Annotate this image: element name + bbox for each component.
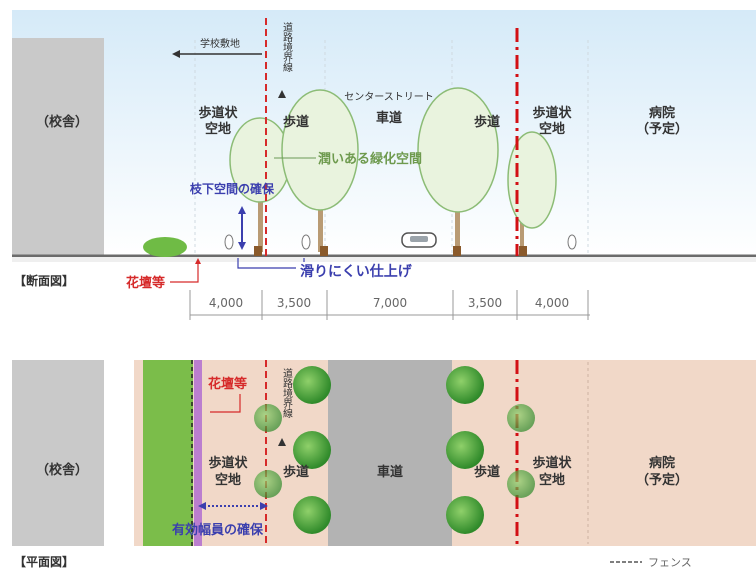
plan-flower-bed-label: 花壇等 [208, 376, 247, 392]
tree-left [229, 117, 291, 252]
plan-tree-icon [507, 404, 535, 432]
school-building [12, 38, 104, 256]
pedestrian-icons [224, 234, 577, 250]
section-center-street: センターストリート [344, 91, 434, 103]
plan-trees [254, 366, 535, 534]
plan-tree-icon [293, 366, 331, 404]
car-icon [401, 232, 437, 248]
sky-background [12, 10, 756, 258]
effective-width-label: 有効幅員の確保 [172, 522, 264, 538]
plan-sidewalk-space-r2: 空地 [539, 472, 565, 488]
section-hospital-l2: （予定） [636, 121, 688, 137]
plan-tree-icon [507, 470, 535, 498]
section-sidewalk-right: 歩道 [474, 114, 500, 130]
plan-school-building-label: （校舎） [36, 462, 88, 478]
plan-school-building [12, 360, 104, 546]
plan-tree-icon [293, 496, 331, 534]
ground-base [12, 257, 756, 262]
plan-sidewalk-space-l2: 空地 [215, 472, 241, 488]
boundary-triangle-icon [278, 90, 286, 98]
plan-flower-bed-leader [210, 394, 241, 413]
plan-hospital-l1: 病院 [649, 455, 675, 471]
non-slip-label: 滑りにくい仕上げ [300, 263, 413, 280]
dimension-values: 4,000 3,500 7,000 3,500 4,000 [209, 296, 569, 310]
plan-boundary-triangle-icon [278, 438, 286, 446]
flower-bed-leader-section [170, 262, 199, 283]
fence-legend-label: フェンス [648, 556, 692, 569]
plan-hospital-l2: （予定） [636, 472, 688, 488]
dimension-value: 3,500 [468, 296, 502, 310]
plan-sidewalk-space-l1: 歩道状 [208, 455, 248, 471]
effective-width-arrow-right [260, 502, 268, 510]
section-sidewalk-space-l2: 空地 [205, 121, 231, 137]
flower-bed-pointer-icon [195, 258, 201, 264]
tree-center-right [417, 87, 499, 252]
effective-width-arrow-left [198, 502, 206, 510]
plan-flower-bed-strip [194, 360, 202, 546]
under-branch-label: 枝下空間の確保 [189, 181, 275, 196]
plan-tree-icon [254, 470, 282, 498]
section-sidewalk-space-l1: 歩道状 [198, 105, 238, 121]
dimension-value: 4,000 [535, 296, 569, 310]
under-branch-arrow-down [238, 242, 246, 250]
boundary-label-section: 道路境界線 [281, 21, 293, 72]
green-space-label: 潤いある緑化空間 [318, 151, 422, 167]
tree-right [507, 131, 557, 250]
section-sidewalk-space-r2: 空地 [539, 121, 565, 137]
plan-boundary-label: 道路境界線 [281, 367, 293, 418]
plan-gap [104, 360, 134, 546]
plan-sidewalk-right: 歩道 [474, 464, 500, 480]
plan-caption: 【平面図】 [14, 554, 74, 569]
under-branch-arrow-up [238, 206, 246, 214]
dimension-line [189, 290, 590, 320]
dimension-value: 4,000 [209, 296, 243, 310]
plan-tree-icon [446, 496, 484, 534]
tree-center-left [281, 89, 359, 252]
plan-tree-icon [446, 431, 484, 469]
curbs [254, 246, 527, 256]
section-hospital-l1: 病院 [649, 105, 675, 121]
plan-roadway [328, 360, 452, 546]
section-roadway: 車道 [376, 110, 402, 126]
section-caption: 【断面図】 [14, 273, 74, 288]
dimension-value: 7,000 [373, 296, 407, 310]
plan-sidewalk-space-r1: 歩道状 [532, 455, 572, 471]
school-site-label: 学校敷地 [200, 37, 240, 50]
dimension-value: 3,500 [277, 296, 311, 310]
plan-sidewalk-left: 歩道 [283, 464, 309, 480]
section-sidewalk-left: 歩道 [283, 114, 309, 130]
flower-bed-label-section: 花壇等 [126, 275, 165, 291]
non-slip-leader [237, 258, 296, 269]
flower-bed-bush [143, 237, 187, 257]
plan-tree-icon [446, 366, 484, 404]
plan-roadway-label: 車道 [377, 464, 403, 480]
section-sidewalk-space-r1: 歩道状 [532, 105, 572, 121]
plan-green-strip [143, 360, 193, 546]
section-school-building: （校舎） [36, 114, 88, 130]
plan-tree-icon [293, 431, 331, 469]
plan-tree-icon [254, 404, 282, 432]
school-site-arrowhead [172, 50, 180, 58]
